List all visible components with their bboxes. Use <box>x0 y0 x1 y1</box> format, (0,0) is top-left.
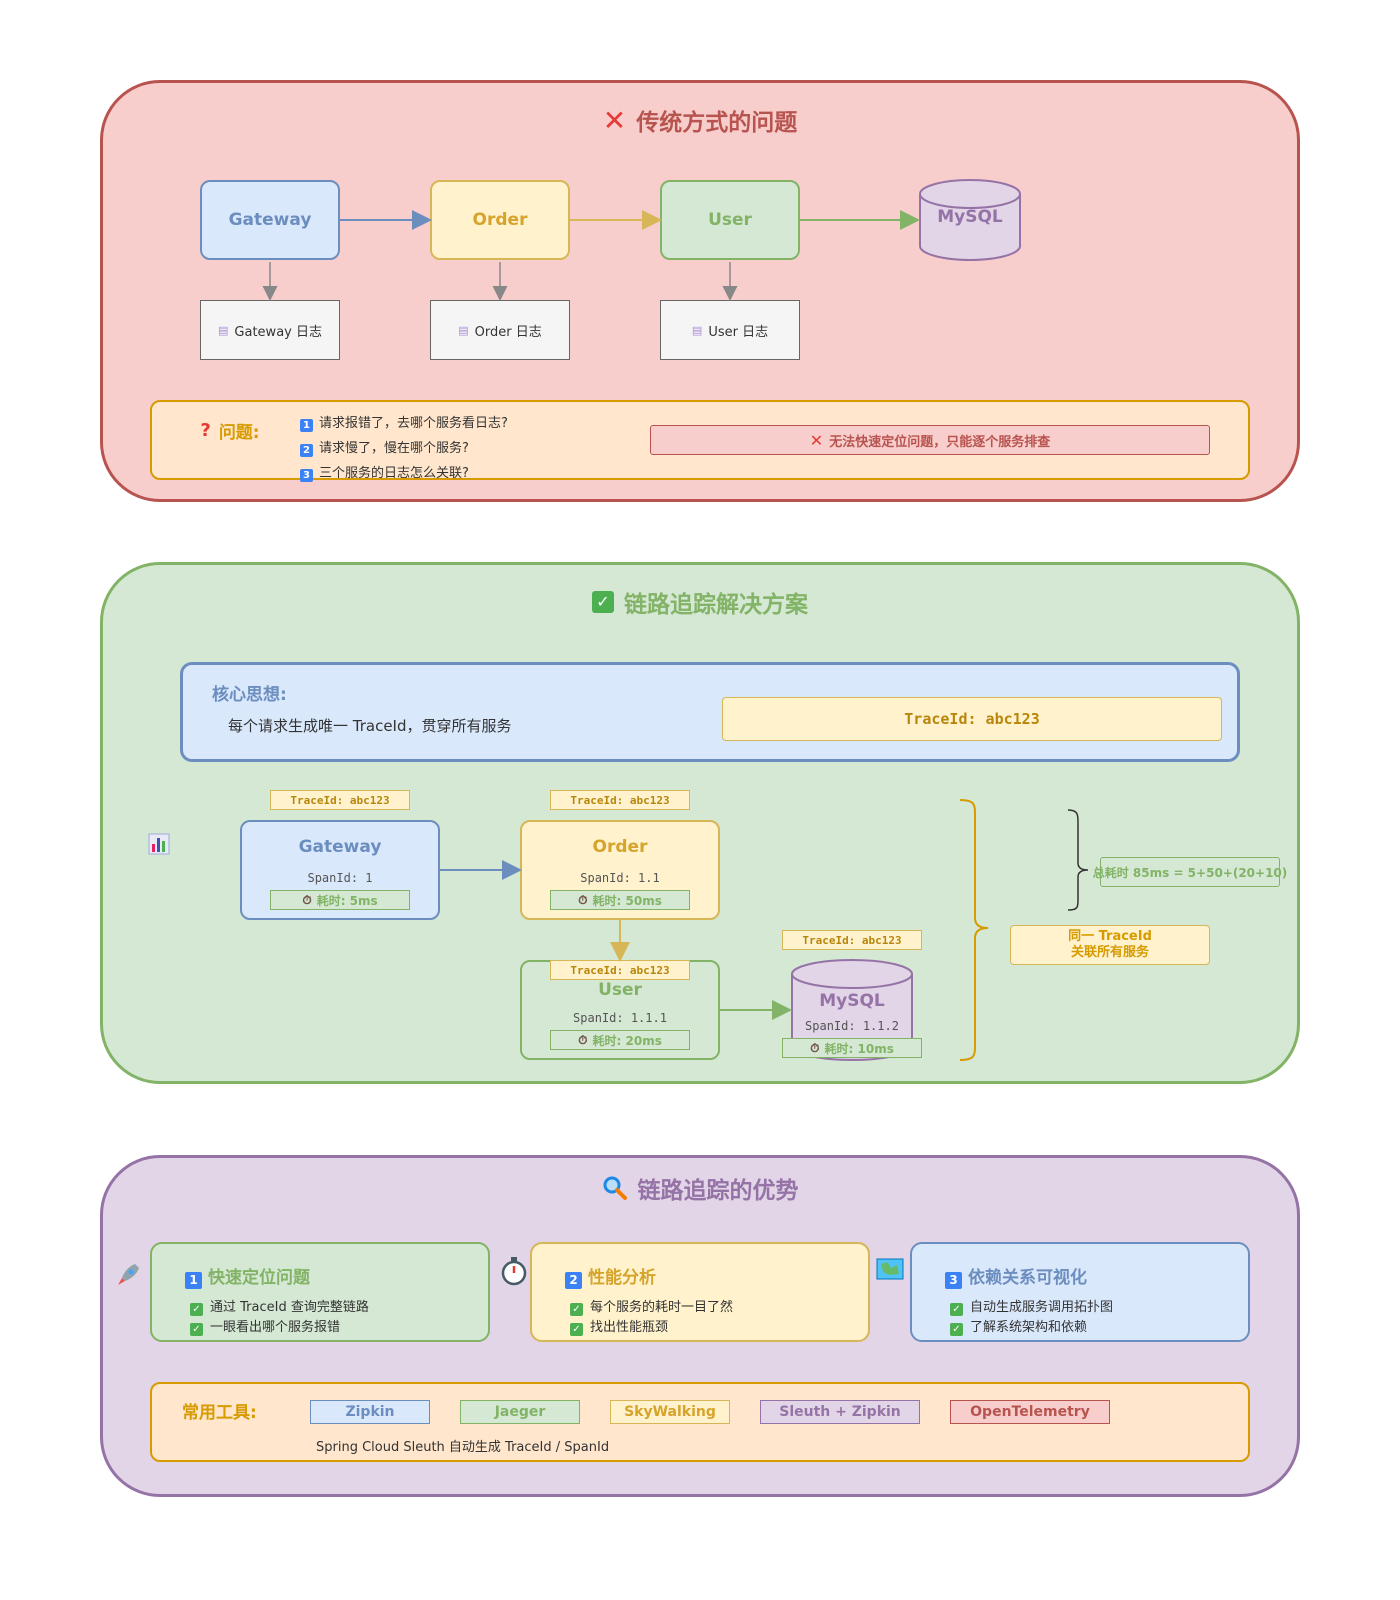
cost-badge: ⏱耗时: 20ms <box>550 1030 690 1050</box>
magnifier-icon <box>602 1175 628 1201</box>
check-icon: ✓ <box>570 1323 583 1336</box>
stopwatch-icon: ⏱ <box>302 892 312 907</box>
feature-item: ✓通过 TraceId 查询完整链路 <box>190 1296 369 1316</box>
number-icon: 1 <box>300 419 313 432</box>
total-brace <box>1067 809 1089 911</box>
log-file-icon: ▤ <box>691 323 703 337</box>
service-gateway[interactable]: Gateway <box>200 180 340 260</box>
stopwatch-icon: ⏱ <box>810 1040 820 1055</box>
cost-badge: ⏱耗时: 10ms <box>782 1038 922 1058</box>
database-cylinder <box>919 179 1021 261</box>
solution-title: ✓ 链路追踪解决方案 <box>500 582 900 622</box>
feature-fast-locate <box>150 1242 490 1342</box>
tool-skywalking[interactable]: SkyWalking <box>610 1400 730 1424</box>
stopwatch-icon: ⏱ <box>578 1032 588 1047</box>
total-cost: 总耗时 85ms = 5+50+(20+10) <box>1093 857 1287 887</box>
issues-label: ? 问题: <box>200 419 260 443</box>
tool-opentelemetry[interactable]: OpenTelemetry <box>950 1400 1110 1424</box>
problem-title: ✕ 传统方式的问题 <box>602 103 798 137</box>
number-icon: 2 <box>565 1272 582 1289</box>
trace-tag-order: TraceId: abc123 <box>550 790 690 810</box>
feature-item: ✓自动生成服务调用拓扑图 <box>950 1296 1113 1316</box>
tool-sleuth-zipkin[interactable]: Sleuth + Zipkin <box>760 1400 920 1424</box>
trace-tag-gateway: TraceId: abc123 <box>270 790 410 810</box>
conclusion-banner: ✕ 无法快速定位问题，只能逐个服务排查 <box>650 425 1210 455</box>
node-name: Gateway <box>298 837 382 857</box>
chart-icon <box>148 833 170 855</box>
check-icon: ✓ <box>592 591 614 613</box>
trace-id-main: TraceId: abc123 <box>722 697 1222 741</box>
tool-jaeger[interactable]: Jaeger <box>460 1400 580 1424</box>
tools-label: 常用工具: <box>182 1403 257 1423</box>
cost-badge: ⏱耗时: 50ms <box>550 890 690 910</box>
tool-zipkin[interactable]: Zipkin <box>310 1400 430 1424</box>
log-file-icon: ▤ <box>458 323 469 337</box>
feature-performance <box>530 1242 870 1342</box>
check-icon: ✓ <box>950 1303 963 1316</box>
feature-item: ✓一眼看出哪个服务报错 <box>190 1316 340 1336</box>
feature-item: ✓找出性能瓶颈 <box>570 1316 668 1336</box>
feature-item: ✓了解系统架构和依赖 <box>950 1316 1087 1336</box>
span-id: SpanId: 1 <box>307 871 373 885</box>
feature-item: ✓每个服务的耗时一目了然 <box>570 1296 733 1316</box>
node-name: Order <box>592 837 648 857</box>
cost-badge: ⏱耗时: 5ms <box>270 890 410 910</box>
advantages-title: 链路追踪的优势 <box>500 1168 900 1208</box>
feature-dependency <box>910 1242 1250 1342</box>
log-gateway[interactable]: ▤ Gateway 日志 <box>200 300 340 360</box>
tools-note: Spring Cloud Sleuth 自动生成 TraceId / SpanI… <box>316 1440 610 1455</box>
core-idea-title: 核心思想: <box>212 685 287 705</box>
check-icon: ✓ <box>570 1303 583 1316</box>
check-icon: ✓ <box>190 1303 203 1316</box>
question-icon: ? <box>200 419 211 441</box>
core-idea-desc: 每个请求生成唯一 TraceId，贯穿所有服务 <box>228 717 512 735</box>
same-trace-brace <box>959 799 989 1061</box>
trace-tag-mysql: TraceId: abc123 <box>782 930 922 950</box>
node-name: User <box>598 980 642 1000</box>
trace-tag-user: TraceId: abc123 <box>550 960 690 980</box>
cross-icon: ✕ <box>809 430 824 450</box>
check-icon: ✓ <box>950 1323 963 1336</box>
stopwatch-icon: ⏱ <box>578 892 588 907</box>
log-file-icon: ▤ <box>218 323 229 337</box>
log-user[interactable]: ▤ User 日志 <box>660 300 800 360</box>
span-id: SpanId: 1.1.2 <box>805 1019 899 1033</box>
log-order[interactable]: ▤ Order 日志 <box>430 300 570 360</box>
stopwatch-icon <box>500 1256 528 1286</box>
number-icon: 3 <box>945 1272 962 1289</box>
map-icon <box>875 1256 905 1282</box>
database-mysql[interactable]: MySQL <box>918 178 1022 262</box>
number-icon: 1 <box>185 1272 202 1289</box>
number-icon: 2 <box>300 444 313 457</box>
rocket-icon <box>115 1260 143 1288</box>
cross-icon: ✕ <box>602 103 627 137</box>
same-trace-note: 同一 TraceId 关联所有服务 <box>1010 925 1210 965</box>
service-order[interactable]: Order <box>430 180 570 260</box>
node-name: MySQL <box>819 991 885 1011</box>
service-user[interactable]: User <box>660 180 800 260</box>
check-icon: ✓ <box>190 1323 203 1336</box>
span-id: SpanId: 1.1.1 <box>573 1011 667 1025</box>
span-id: SpanId: 1.1 <box>580 871 660 885</box>
number-icon: 3 <box>300 469 313 482</box>
database-label: MySQL <box>937 207 1003 227</box>
